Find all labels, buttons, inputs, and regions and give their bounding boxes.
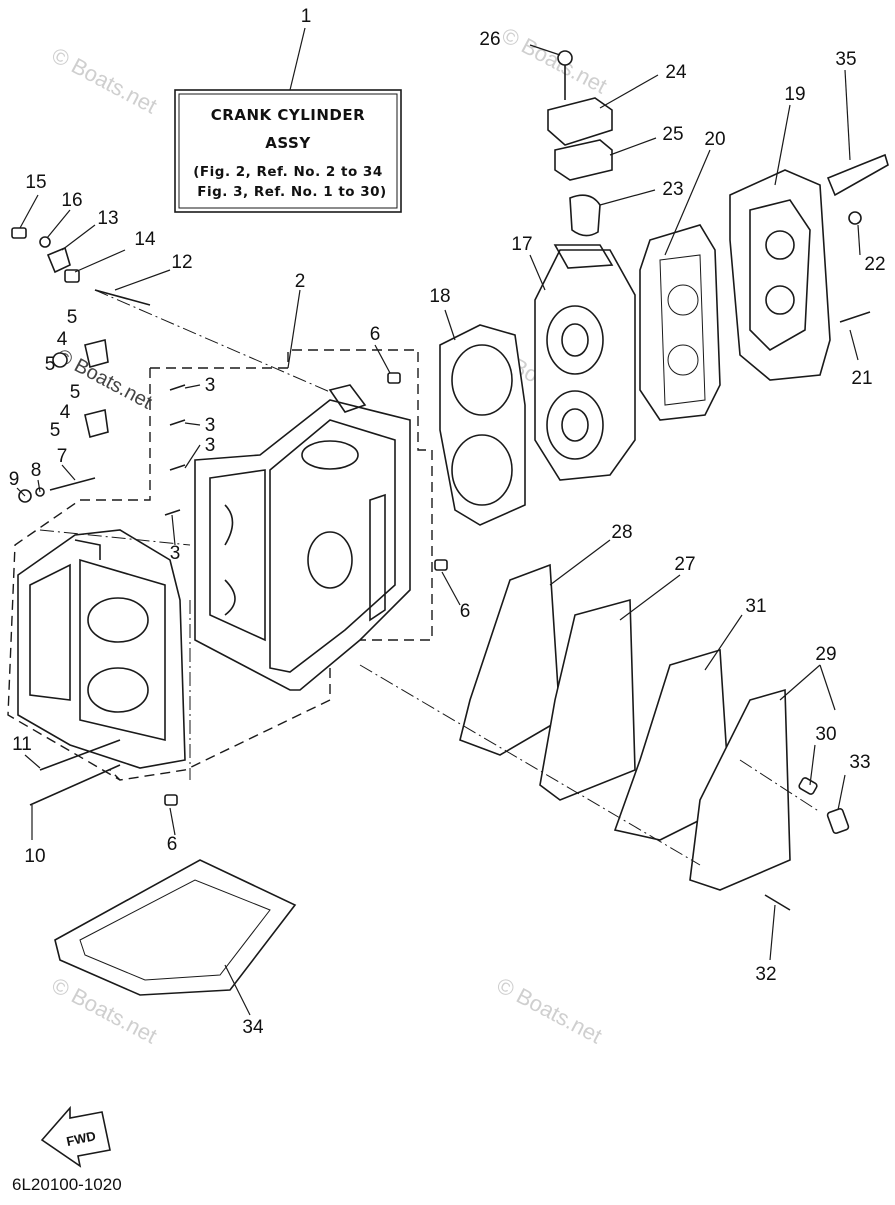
callout-3-a: 3	[205, 375, 216, 396]
cylinder-head	[534, 244, 636, 481]
alignment-lines	[39, 289, 821, 866]
callout-32: 32	[755, 964, 776, 985]
head-cover	[729, 169, 831, 381]
callout-33: 33	[849, 752, 870, 773]
callout-26: 26	[479, 29, 500, 50]
assembly-boundary	[7, 349, 433, 781]
callout-2: 2	[295, 271, 306, 292]
watermark-6: © Boats.net	[493, 972, 607, 1048]
fwd-arrow-icon: FWD	[40, 1105, 111, 1168]
thermostat-assy	[547, 50, 613, 237]
watermark-1: © Boats.net	[48, 42, 162, 118]
title-line-3: (Fig. 2, Ref. No. 2 to 34	[193, 164, 382, 180]
callout-5-c: 5	[70, 382, 81, 403]
callout-9: 9	[9, 469, 20, 490]
title-box: CRANK CYLINDER ASSY (Fig. 2, Ref. No. 2 …	[174, 89, 402, 213]
callout-15: 15	[25, 172, 46, 193]
callout-5-a: 5	[67, 307, 78, 328]
callout-3-c: 3	[205, 435, 216, 456]
callout-3-b: 3	[205, 415, 216, 436]
callout-5-b: 5	[45, 354, 56, 375]
leader-lines	[16, 27, 861, 1016]
callout-10: 10	[24, 846, 45, 867]
callout-29: 29	[815, 644, 836, 665]
callout-30: 30	[815, 724, 836, 745]
callout-28: 28	[611, 522, 632, 543]
callout-labels: 1 2 3 3 3 3 4 4 5 5 5 5 6 6 6 7 8 9 10 1…	[9, 6, 886, 1038]
bottom-gasket	[54, 859, 297, 996]
callout-1: 1	[301, 6, 312, 27]
callout-11: 11	[12, 734, 32, 755]
head-gasket	[439, 324, 526, 526]
exhaust-plates	[459, 563, 791, 891]
callout-3-d: 3	[170, 543, 181, 564]
callout-7: 7	[57, 446, 68, 467]
callout-35: 35	[835, 49, 856, 70]
callout-20: 20	[704, 129, 725, 150]
callout-31: 31	[745, 596, 766, 617]
callout-6-b: 6	[460, 601, 471, 622]
callout-4-a: 4	[57, 329, 68, 350]
callout-23: 23	[662, 179, 683, 200]
title-line-2: ASSY	[265, 134, 311, 152]
callout-4-b: 4	[60, 402, 71, 423]
callout-19: 19	[784, 84, 805, 105]
fwd-label: FWD	[65, 1128, 97, 1149]
watermark-2: © Boats.net	[498, 22, 612, 98]
title-line-1: CRANK CYLINDER	[211, 106, 365, 124]
callout-5-d: 5	[50, 420, 61, 441]
callout-16: 16	[61, 190, 82, 211]
callout-12: 12	[171, 252, 192, 273]
callout-22: 22	[864, 254, 885, 275]
diagram-code: 6L20100-1020	[12, 1175, 122, 1194]
callout-24: 24	[665, 62, 687, 83]
callout-34: 34	[242, 1017, 264, 1038]
sensor-35	[826, 153, 889, 197]
crankcase-front	[17, 529, 186, 769]
callout-17: 17	[511, 234, 532, 255]
crankcase	[194, 384, 411, 691]
small-parts	[11, 211, 871, 911]
callout-6-a: 6	[370, 324, 381, 345]
callout-6-c: 6	[167, 834, 178, 855]
callout-18: 18	[429, 286, 450, 307]
callout-21: 21	[851, 368, 872, 389]
callout-13: 13	[97, 208, 118, 229]
callout-27: 27	[674, 554, 695, 575]
callout-8: 8	[31, 460, 42, 481]
cover-gasket	[639, 224, 721, 421]
title-line-4: Fig. 3, Ref. No. 1 to 30)	[197, 184, 386, 200]
callout-14: 14	[134, 229, 156, 250]
callout-25: 25	[662, 124, 683, 145]
